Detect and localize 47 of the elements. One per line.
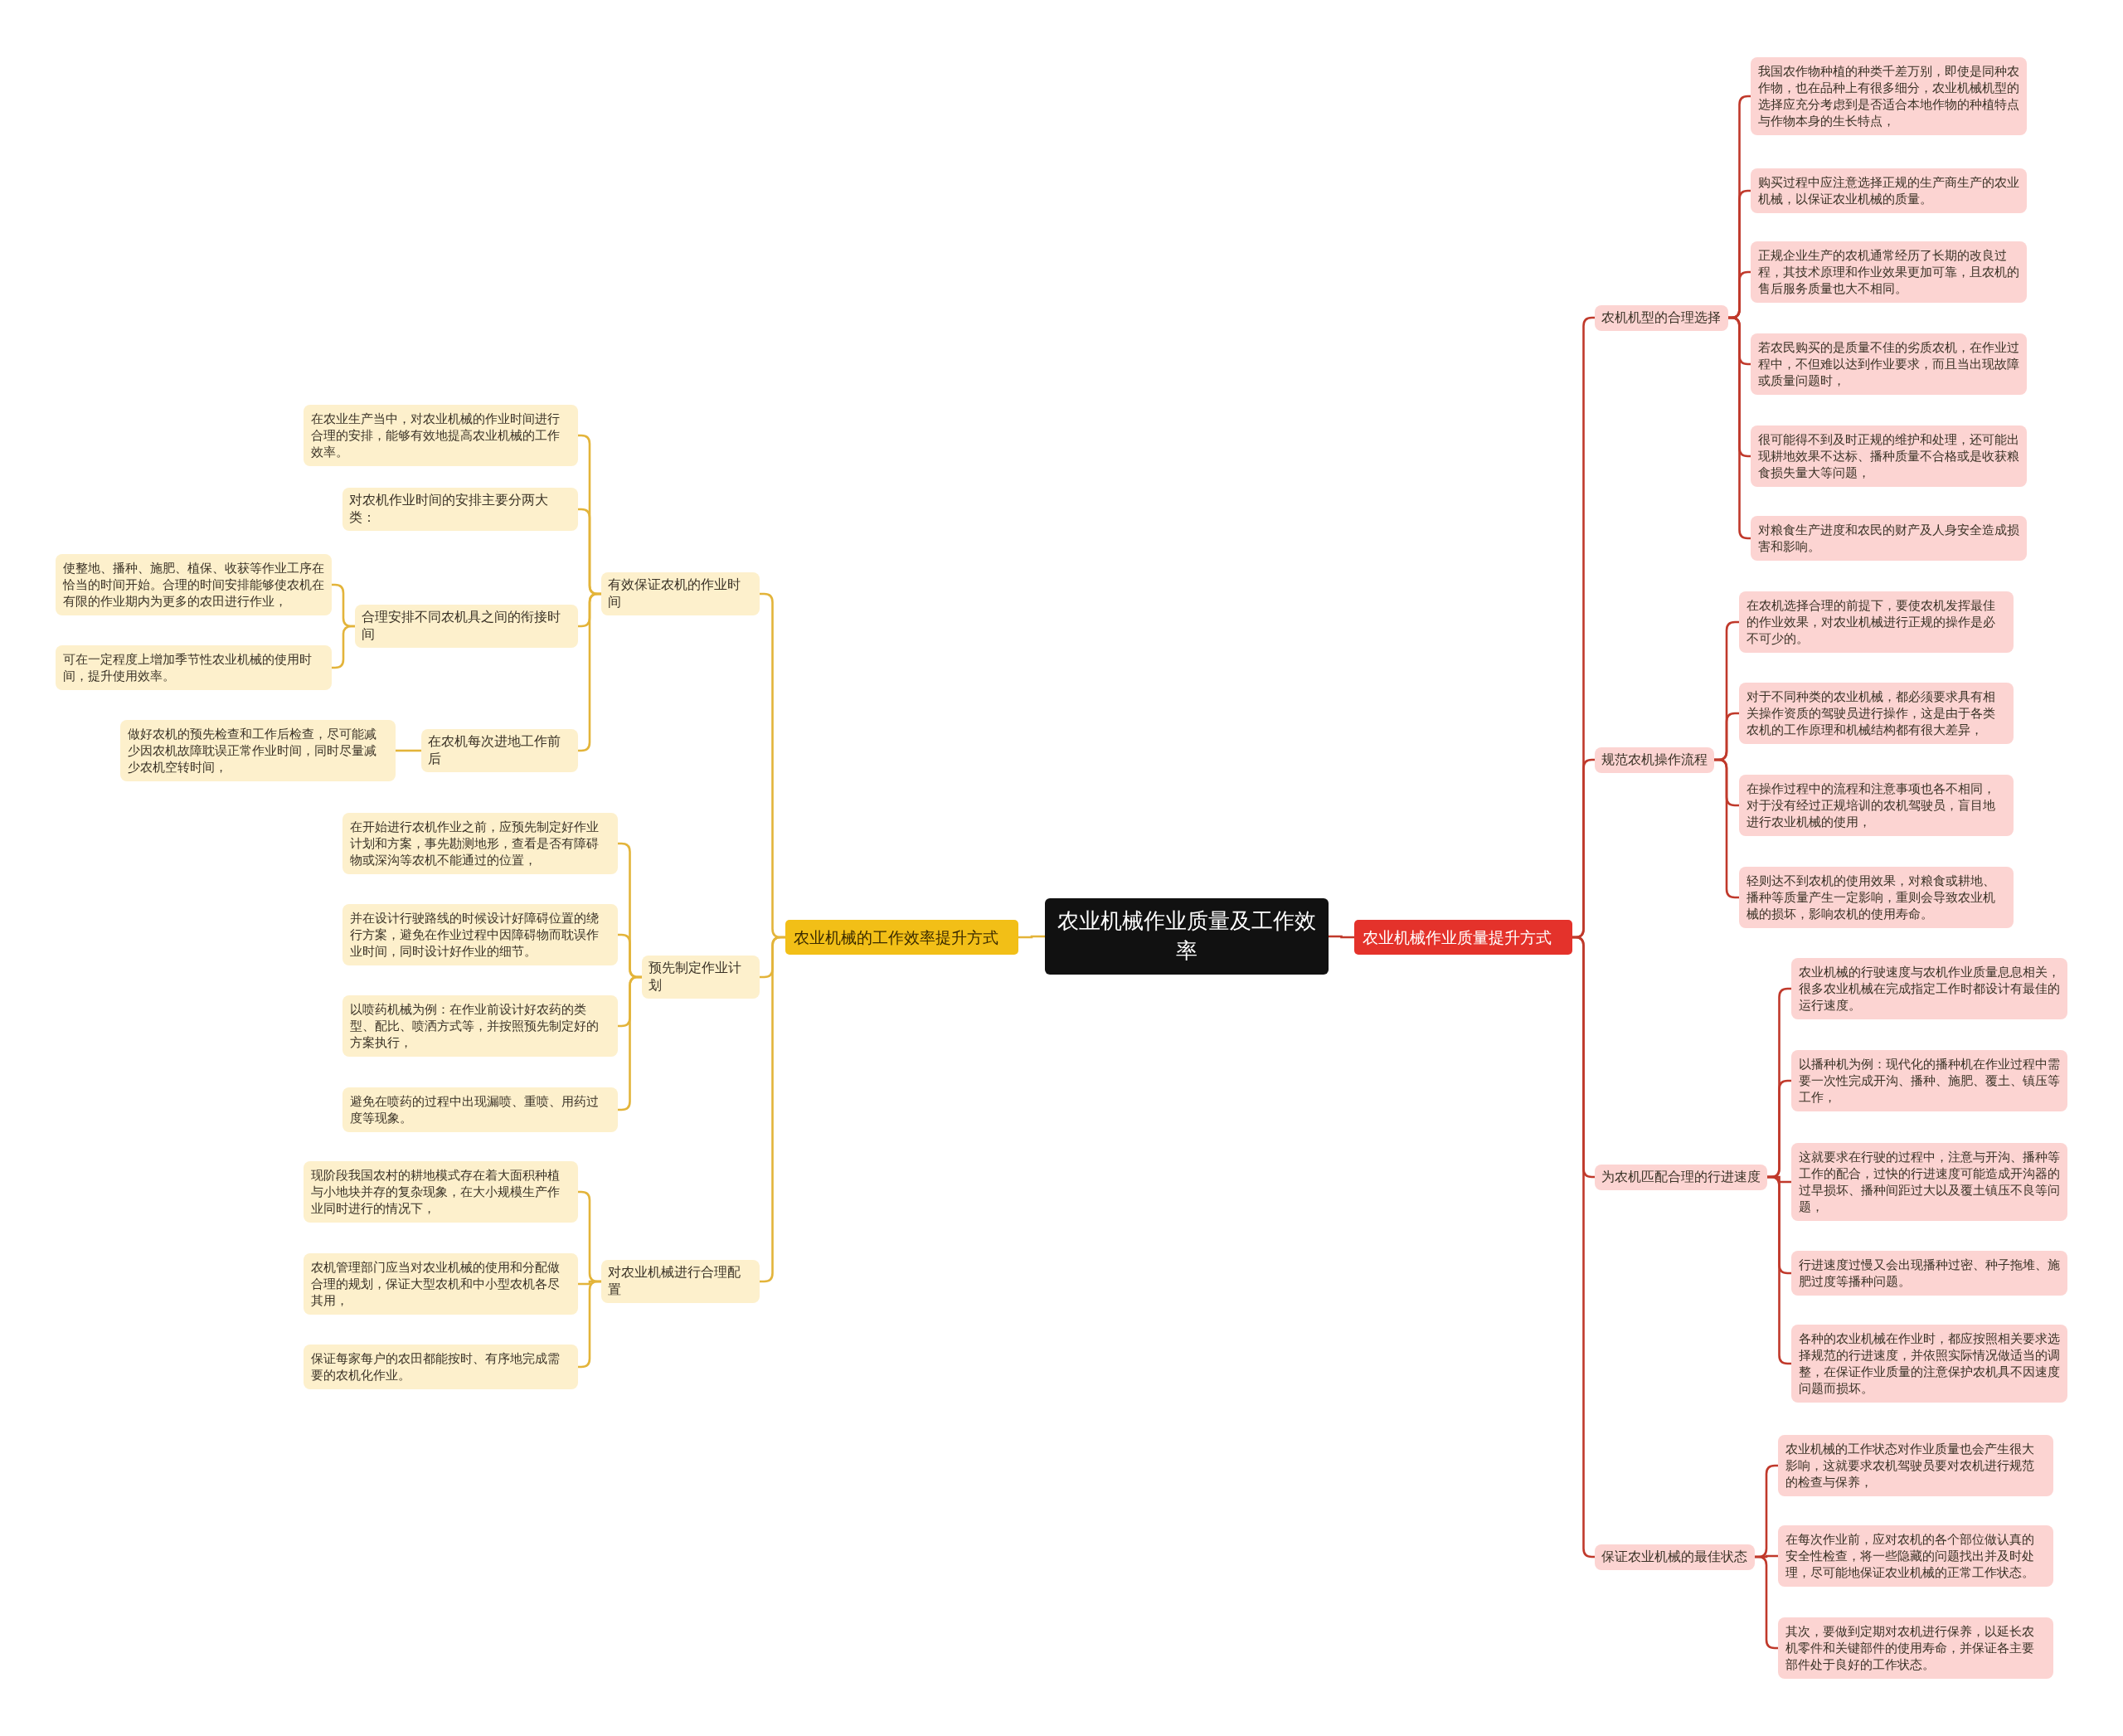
detail-box: 可在一定程度上增加季节性农业机械的使用时间，提升使用效率。 bbox=[56, 645, 332, 690]
detail-box: 并在设计行驶路线的时候设计好障碍位置的绕行方案，避免在作业过程中因障碍物而耽误作业时间，同时设计好作业的细节。 bbox=[342, 904, 618, 965]
connector-line bbox=[1329, 935, 1354, 939]
detail-box: 在农业生产当中，对农业机械的作业时间进行合理的安排，能够有效地提高农业机械的工作效率。 bbox=[304, 405, 578, 466]
subtopic-box: 合理安排不同农机具之间的衔接时间 bbox=[355, 604, 578, 649]
detail-box: 对粮食生产进度和农民的财产及人身安全造成损害和影响。 bbox=[1751, 516, 2027, 561]
main-branch-box: 农业机械作业质量提升方式 bbox=[1354, 920, 1572, 956]
detail-box: 对于不同种类的农业机械，都必须要求具有相关操作资质的驾驶员进行操作，这是由于各类农机的工作原理和机械结构都有很大差异， bbox=[1739, 683, 2014, 744]
connector-line bbox=[396, 749, 421, 752]
connector-line bbox=[1018, 935, 1045, 939]
detail-box: 行进速度过慢又会出现播种过密、种子拖堆、施肥过度等播种问题。 bbox=[1791, 1251, 2067, 1296]
detail-box: 在每次作业前，应对农机的各个部位做认真的安全性检查，将一些隐藏的问题找出并及时处理，尽可能地保证农业机械的正常工作状态。 bbox=[1778, 1525, 2053, 1587]
detail-box: 农机管理部门应当对农业机械的使用和分配做合理的规划，保证大型农机和中小型农机各尽其用， bbox=[304, 1253, 578, 1315]
detail-box: 使整地、播种、施肥、植保、收获等作业工序在恰当的时间开始。合理的时间安排能够使农机在有限的作业期内为更多的农田进行作业， bbox=[56, 554, 332, 615]
main-branch-box: 农业机械的工作效率提升方式 bbox=[785, 920, 1018, 956]
detail-box: 其次，要做到定期对农机进行保养，以延长农机零件和关键部件的使用寿命，并保证各主要部件处于良好的工作状态。 bbox=[1778, 1617, 2053, 1679]
detail-box: 在农机选择合理的前提下，要使农机发挥最佳的作业效果，对农业机械进行正规的操作是必不可少的。 bbox=[1739, 591, 2014, 653]
subtopic-box: 规范农机操作流程 bbox=[1595, 746, 1714, 773]
subtopic-box: 保证农业机械的最佳状态 bbox=[1595, 1544, 1755, 1570]
detail-box: 很可能得不到及时正规的维护和处理，还可能出现耕地效果不达标、播种质量不合格或是收获粮食损失量大等问题， bbox=[1751, 425, 2027, 487]
detail-box: 农业机械的工作状态对作业质量也会产生很大影响，这就要求农机驾驶员要对农机进行规范的检查与保养， bbox=[1778, 1435, 2053, 1496]
detail-box: 轻则达不到农机的使用效果，对粮食或耕地、播种等质量产生一定影响，重则会导致农业机械的损坏，影响农机的使用寿命。 bbox=[1739, 867, 2014, 928]
detail-box: 保证每家每户的农田都能按时、有序地完成需要的农机化作业。 bbox=[304, 1345, 578, 1389]
connector-line bbox=[332, 625, 355, 669]
connector-line bbox=[1572, 936, 1596, 1559]
detail-box: 正规企业生产的农机通常经历了长期的改良过程，其技术原理和作业效果更加可靠，且农机的售后服务质量也大不相同。 bbox=[1751, 241, 2027, 303]
detail-box: 这就要求在行驶的过程中，注意与开沟、播种等工作的配合，过快的行进速度可能造成开沟器的过早损坏、播种间距过大以及覆土镇压不良等问题， bbox=[1791, 1143, 2067, 1221]
detail-box: 各种的农业机械在作业时，都应按照相关要求选择规范的行进速度，并依照实际情况做适当的调整，在保证作业质量的注意保护农机具不因速度问题而损坏。 bbox=[1791, 1325, 2067, 1403]
detail-box: 在开始进行农机作业之前，应预先制定好作业计划和方案，事先勘测地形，查看是否有障碍物或深沟等农机不能通过的位置， bbox=[342, 813, 618, 874]
root-topic: 农业机械作业质量及工作效率 bbox=[1045, 898, 1329, 975]
detail-box: 避免在喷药的过程中出现漏喷、重喷、用药过度等现象。 bbox=[342, 1087, 618, 1132]
detail-box: 我国农作物种植的种类千差万别，即使是同种农作物，也在品种上有很多细分，农业机械机型的选择应充分考虑到是否适合本地作物的种植特点与作物本身的生长特点， bbox=[1751, 57, 2027, 135]
subtopic-box: 有效保证农机的作业时间 bbox=[601, 571, 760, 616]
detail-box: 以喷药机械为例：在作业前设计好农药的类型、配比、喷洒方式等，并按照预先制定好的方案执行， bbox=[342, 995, 618, 1057]
detail-box: 农业机械的行驶速度与农机作业质量息息相关，很多农业机械在完成指定工作时都设计有最佳的运行速度。 bbox=[1791, 958, 2067, 1019]
subtopic-box: 农机机型的合理选择 bbox=[1595, 304, 1728, 331]
detail-box: 以播种机为例：现代化的播种机在作业过程中需要一次性完成开沟、播种、施肥、覆土、镇压等工作， bbox=[1791, 1050, 2067, 1111]
subtopic-box: 对农机作业时间的安排主要分两大类： bbox=[342, 487, 578, 532]
detail-box: 在操作过程中的流程和注意事项也各不相同，对于没有经过正规培训的农机驾驶员，盲目地进行农业机械的使用， bbox=[1739, 775, 2014, 836]
detail-box: 现阶段我国农村的耕地模式存在着大面积种植与小地块并存的复杂现象，在大小规模生产作业同时进行的情况下， bbox=[304, 1161, 578, 1223]
detail-box: 购买过程中应注意选择正规的生产商生产的农业机械，以保证农业机械的质量。 bbox=[1751, 168, 2027, 213]
detail-box: 做好农机的预先检查和工作后检查，尽可能减少因农机故障耽误正常作业时间，同时尽量减少农机空转时间， bbox=[120, 720, 396, 781]
subtopic-box: 预先制定作业计划 bbox=[642, 955, 760, 999]
detail-box: 若农民购买的是质量不佳的劣质农机，在作业过程中，不但难以达到作业要求，而且当出现故障或质量问题时， bbox=[1751, 333, 2027, 395]
subtopic-box: 在农机每次进地工作前后 bbox=[421, 728, 578, 773]
subtopic-box: 为农机匹配合理的行进速度 bbox=[1595, 1164, 1767, 1190]
subtopic-box: 对农业机械进行合理配置 bbox=[601, 1259, 760, 1304]
